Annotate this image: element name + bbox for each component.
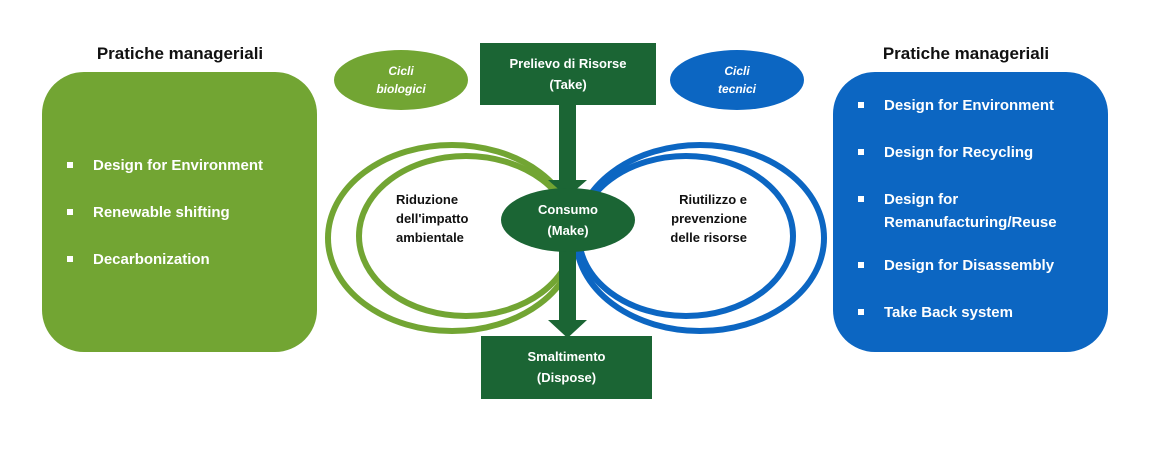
- biological-cycle-description: Riduzione dell'impatto ambientale: [396, 190, 496, 247]
- technical-cycles-line2: tecnici: [717, 82, 756, 96]
- list-item: Design for Environment: [67, 154, 307, 177]
- make-to-dispose-arrow-shaft: [559, 245, 576, 323]
- biological-practices-list: Design for Environment Renewable shiftin…: [67, 154, 307, 295]
- technical-description-line2: prevenzione: [671, 211, 747, 226]
- technical-description-line3: delle risorse: [670, 230, 747, 245]
- list-item-label: Take Back system: [884, 304, 1013, 321]
- technical-practices-panel: Design for Environment Design for Recycl…: [833, 72, 1108, 352]
- bullet-icon: [67, 162, 73, 168]
- right-panel-title: Pratiche manageriali: [882, 44, 1050, 63]
- list-item: Design for Environment: [858, 94, 1098, 117]
- technical-cycle-description: Riutilizzo e prevenzione delle risorse: [645, 190, 747, 247]
- take-label-line1: Prelievo di Risorse: [509, 56, 627, 71]
- biological-practices-panel: Design for Environment Renewable shiftin…: [42, 72, 317, 352]
- bullet-icon: [858, 309, 864, 315]
- list-item: Design for Recycling: [858, 141, 1098, 164]
- dispose-label-line2: (Dispose): [536, 370, 597, 385]
- technical-cycles-line1: Cicli: [724, 64, 750, 78]
- bullet-icon: [858, 102, 864, 108]
- list-item-label: Renewable shifting: [93, 204, 230, 221]
- biological-cycles-badge: [334, 50, 468, 110]
- list-item: Design for Disassembly: [858, 254, 1098, 277]
- take-box: [480, 43, 656, 105]
- dispose-label-line1: Smaltimento: [527, 349, 606, 364]
- dispose-label: Smaltimento (Dispose): [481, 346, 652, 388]
- technical-cycles-badge: [670, 50, 804, 110]
- make-ellipse: [501, 188, 635, 252]
- technical-description-line1: Riutilizzo e: [679, 192, 747, 207]
- list-item-label: Decarbonization: [93, 251, 210, 268]
- bullet-icon: [858, 149, 864, 155]
- list-item: Design for Remanufacturing/Reuse: [858, 188, 1098, 234]
- list-item-label: Design for Disassembly: [884, 257, 1055, 274]
- make-to-dispose-arrowhead-icon: [548, 320, 587, 338]
- take-to-make-arrow-shaft: [559, 104, 576, 184]
- bullet-icon: [67, 209, 73, 215]
- biological-description-line2: dell'impatto: [396, 211, 469, 226]
- list-item-label: Design for Environment: [93, 157, 264, 174]
- biological-description-line3: ambientale: [396, 230, 464, 245]
- take-label: Prelievo di Risorse (Take): [480, 53, 656, 95]
- technical-practices-list: Design for Environment Design for Recycl…: [858, 94, 1098, 348]
- make-label-line1: Consumo: [538, 202, 598, 217]
- list-item-label: Design for Remanufacturing/Reuse: [884, 191, 1057, 231]
- list-item-label: Design for Recycling: [884, 144, 1034, 161]
- list-item: Renewable shifting: [67, 201, 307, 224]
- bullet-icon: [858, 196, 864, 202]
- biological-cycles-line1: Cicli: [388, 64, 414, 78]
- make-label-line2: (Make): [547, 223, 589, 238]
- bullet-icon: [67, 256, 73, 262]
- dispose-box: [481, 336, 652, 399]
- list-item-label: Design for Environment: [884, 97, 1055, 114]
- biological-cycles-label: Cicli biologici: [334, 62, 468, 98]
- technical-cycles-label: Cicli tecnici: [670, 62, 804, 98]
- make-label: Consumo (Make): [501, 199, 635, 241]
- biological-cycles-line2: biologici: [376, 82, 426, 96]
- list-item: Decarbonization: [67, 248, 307, 271]
- left-panel-title: Pratiche manageriali: [96, 44, 264, 63]
- bullet-icon: [858, 262, 864, 268]
- biological-description-line1: Riduzione: [396, 192, 459, 207]
- list-item: Take Back system: [858, 301, 1098, 324]
- take-label-line2: (Take): [549, 77, 587, 92]
